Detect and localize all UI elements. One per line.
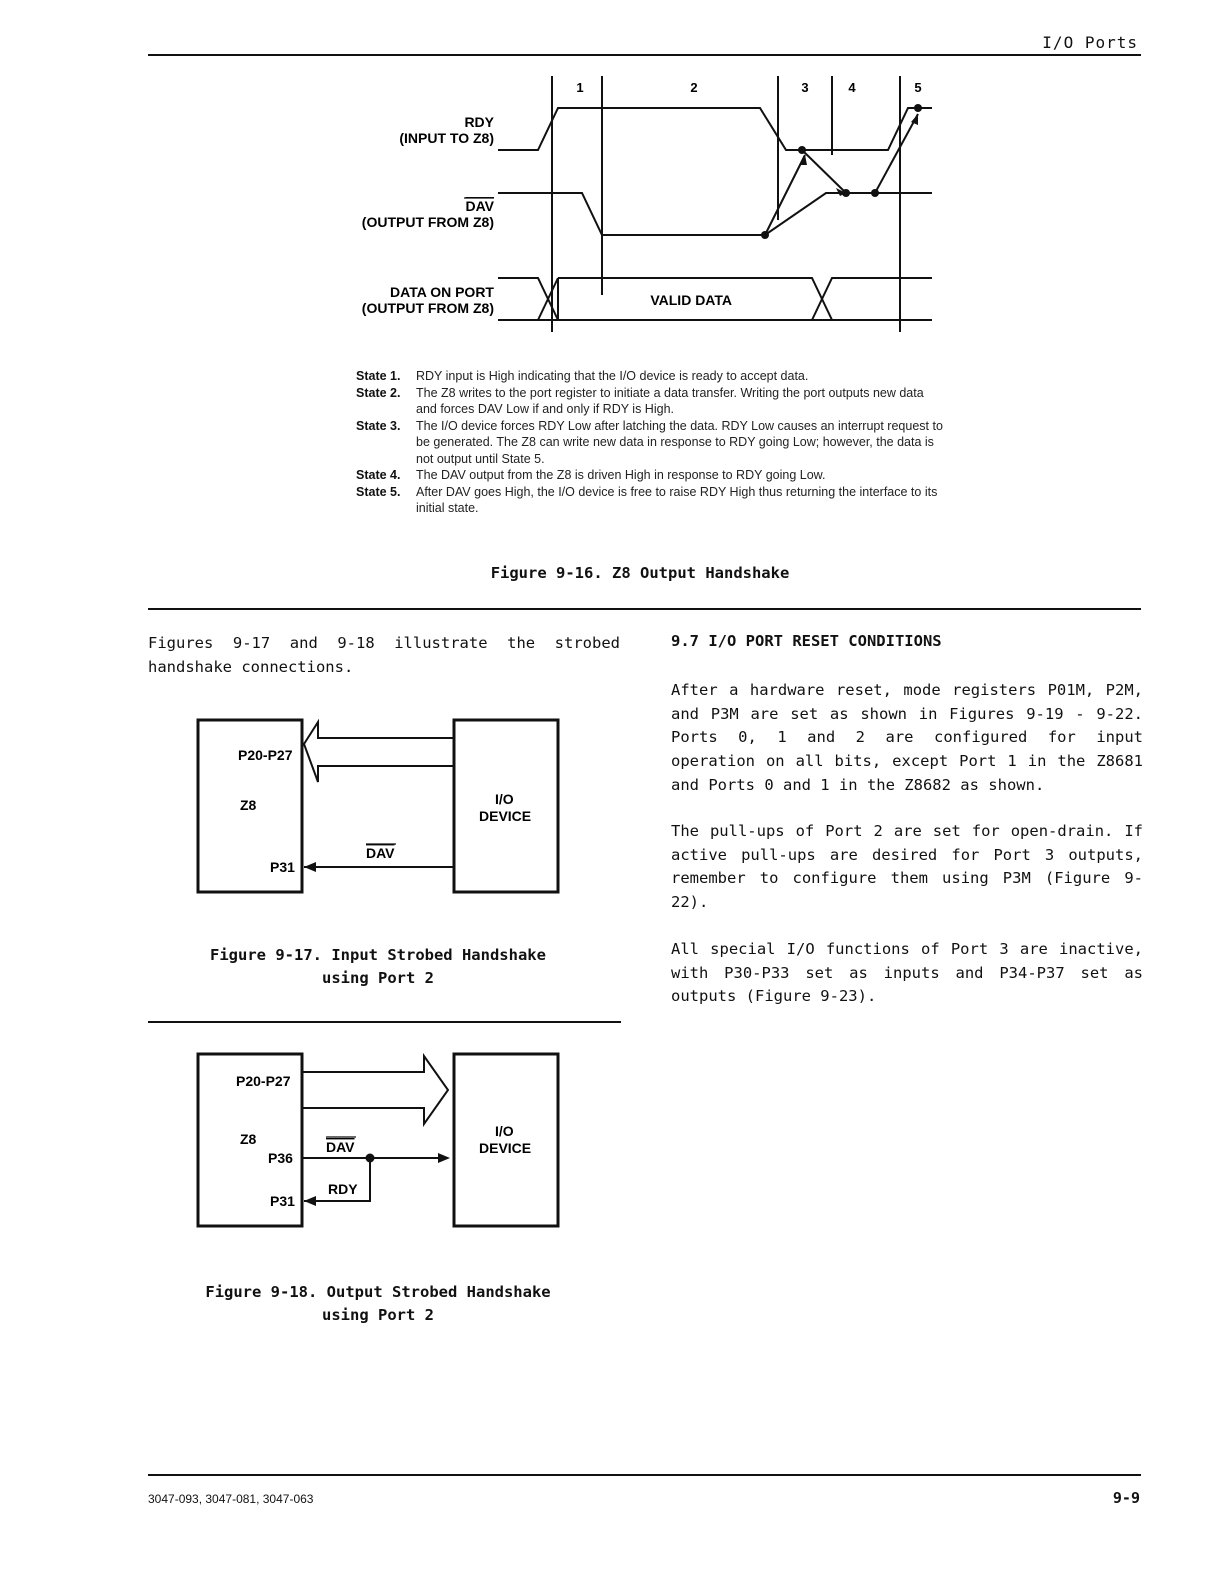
device-label-line2: DEVICE bbox=[479, 808, 531, 824]
io-device-box bbox=[452, 718, 560, 894]
data-bus-arrow bbox=[302, 718, 455, 783]
dav-signal-label: DAV bbox=[326, 1139, 355, 1155]
chip-label: Z8 bbox=[240, 1131, 257, 1147]
state-number: 2 bbox=[690, 80, 697, 95]
rdy-sublabel: (INPUT TO Z8) bbox=[399, 130, 494, 146]
cause-arrow bbox=[874, 113, 919, 194]
rdy-label: RDY bbox=[464, 114, 494, 130]
figure-18-caption: Figure 9-18. Output Strobed Handshake us… bbox=[205, 1283, 551, 1324]
cause-arrow bbox=[801, 149, 847, 194]
section-heading: 9.7 I/O PORT RESET CONDITIONS bbox=[671, 632, 942, 650]
header-rule bbox=[148, 54, 1141, 56]
document-numbers: 3047-093, 3047-081, 3047-063 bbox=[148, 1492, 314, 1506]
state-item: State 4.The DAV output from the Z8 is dr… bbox=[356, 468, 826, 482]
pin-label: P31 bbox=[270, 859, 295, 875]
device-label-line1: I/O bbox=[495, 1123, 514, 1139]
dav-label: DAV bbox=[465, 198, 494, 214]
z8-box bbox=[196, 718, 304, 894]
data-bus-right bbox=[811, 277, 932, 321]
state-item: State 2.The Z8 writes to the port regist… bbox=[356, 385, 924, 417]
z8-box bbox=[196, 1052, 304, 1228]
output-handshake-timing-diagram: 1 2 3 4 5 RDY (INPUT TO Z8) DAV (OUTPUT … bbox=[362, 76, 932, 332]
port-label: P20-P27 bbox=[238, 747, 293, 763]
state-number: 1 bbox=[576, 80, 583, 95]
output-strobed-handshake-diagram: P20-P27 Z8 P36 P31 DAV RDY I/O DEVICE bbox=[196, 1052, 560, 1228]
dav-signal-label: DAV bbox=[366, 845, 395, 861]
reset-paragraph-1: After a hardware reset, mode registers P… bbox=[671, 681, 1143, 794]
device-label-line2: DEVICE bbox=[479, 1140, 531, 1156]
valid-data-label: VALID DATA bbox=[650, 292, 732, 308]
state-number: 5 bbox=[914, 80, 921, 95]
left-intro-paragraph: Figures 9-17 and 9-18 illustrate the str… bbox=[148, 634, 620, 676]
pin36-label: P36 bbox=[268, 1150, 293, 1166]
rdy-signal-label: RDY bbox=[328, 1181, 358, 1197]
state-number: 3 bbox=[801, 80, 808, 95]
cause-arrow bbox=[764, 154, 806, 236]
figure-16-caption: Figure 9-16. Z8 Output Handshake bbox=[490, 564, 790, 582]
data-sublabel: (OUTPUT FROM Z8) bbox=[362, 300, 494, 316]
dav-sublabel: (OUTPUT FROM Z8) bbox=[362, 214, 494, 230]
reset-paragraph-2: The pull-ups of Port 2 are set for open-… bbox=[671, 822, 1143, 912]
state-item: State 5.After DAV goes High, the I/O dev… bbox=[356, 484, 938, 516]
dav-waveform bbox=[498, 192, 932, 236]
running-header: I/O Ports bbox=[1042, 33, 1138, 52]
figure-17-caption: Figure 9-17. Input Strobed Handshake usi… bbox=[210, 946, 546, 987]
input-strobed-handshake-diagram: P20-P27 Z8 P31 DAV I/O DEVICE bbox=[196, 718, 560, 894]
rdy-line bbox=[304, 1158, 371, 1202]
page-number: 9-9 bbox=[1112, 1489, 1140, 1507]
section-rule bbox=[148, 608, 1141, 610]
reset-paragraph-3: All special I/O functions of Port 3 are … bbox=[671, 940, 1143, 1006]
port-label: P20-P27 bbox=[236, 1073, 291, 1089]
data-bus-arrow bbox=[301, 1052, 450, 1128]
state-item: State 1.RDY input is High indicating tha… bbox=[356, 369, 809, 383]
footer-rule bbox=[148, 1474, 1141, 1476]
state-descriptions: State 1.RDY input is High indicating tha… bbox=[356, 368, 946, 517]
left-column-rule bbox=[148, 1021, 621, 1023]
data-label: DATA ON PORT bbox=[390, 284, 494, 300]
pin31-label: P31 bbox=[270, 1193, 295, 1209]
device-label-line1: I/O bbox=[495, 791, 514, 807]
rdy-waveform bbox=[498, 107, 932, 151]
io-device-box bbox=[452, 1052, 560, 1228]
state-item: State 3.The I/O device forces RDY Low af… bbox=[356, 418, 943, 466]
state-number: 4 bbox=[848, 80, 856, 95]
chip-label: Z8 bbox=[240, 797, 257, 813]
